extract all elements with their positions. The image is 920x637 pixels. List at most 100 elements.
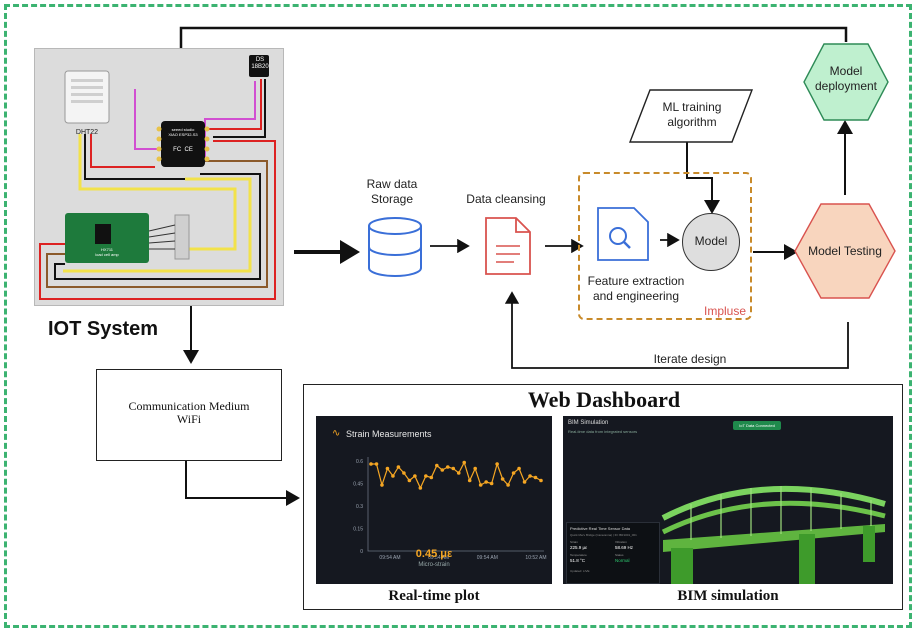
ml-training-label: ML training algorithm: [662, 100, 722, 129]
strain-data-point: [495, 462, 499, 466]
strain-unit-label: Micro-strain: [418, 562, 450, 568]
module-label: HX711 load cell amp: [95, 247, 119, 257]
mcu-label: seeed studio XIAO ESP32-S3: [168, 127, 198, 137]
strain-data-point: [489, 481, 494, 486]
iot-hardware-image: DS 18B20 DHT22 seeed studio XIAO ESP32-S…: [34, 48, 284, 306]
strain-data-point: [522, 480, 527, 484]
bim-status-badge: IoT Data Connected: [733, 421, 781, 430]
strain-data-point: [374, 462, 379, 466]
strain-data-point: [467, 478, 472, 483]
x-tick-label: 09:54 AM: [428, 555, 449, 561]
model-deployment-shape: [803, 43, 889, 121]
strain-current-value: 0.45 με: [415, 548, 453, 560]
reading-value: 225.9 με: [570, 545, 588, 550]
impulse-label: Impluse: [703, 304, 747, 318]
strain-panel-title: Strain Measurements: [346, 429, 432, 439]
bridge-model: [661, 485, 886, 584]
bim-panel-subtitle: Real-time data from integrated sensors: [568, 429, 638, 434]
feature-extraction-icon: [597, 207, 649, 261]
bim-panel-title: BIM Simulation: [568, 420, 609, 426]
bim-caption: BIM simulation: [677, 588, 779, 604]
strain-data-point: [462, 460, 467, 465]
model-label: Model: [694, 234, 728, 248]
pulse-icon: ∿: [332, 428, 341, 439]
strain-data-point: [517, 466, 521, 471]
strain-data-point: [418, 486, 423, 490]
iot-system-title: IOT System: [48, 318, 159, 340]
chart-axis: [367, 457, 544, 552]
iterate-design-arrow: [504, 291, 849, 369]
strain-data-point: [451, 466, 456, 471]
communication-title: Communication Medium: [128, 399, 250, 413]
mcu-marks: FC CE: [173, 147, 193, 153]
strain-panel: ∿ Strain Measurements 0 0.15 0.3 0.45 0.6 09:…: [316, 416, 552, 584]
dashboard-title: Web Dashboard: [527, 387, 681, 412]
strain-data-point: [484, 480, 488, 484]
strain-data-point: [511, 471, 516, 475]
x-tick-label: 09:54 AM: [379, 555, 400, 561]
reading-value: Normal: [615, 558, 630, 563]
strain-data-point: [473, 466, 477, 471]
strain-data-point: [506, 483, 510, 487]
reading-label: Temperature: [570, 553, 587, 557]
overlay-line: Quick Merv Bridge (Caravanna) | ID: BR10…: [570, 533, 637, 537]
raw-data-storage-label: Raw data Storage: [366, 177, 418, 206]
ml-training-shape: [628, 89, 754, 143]
realtime-caption: Real-time plot: [388, 588, 480, 604]
strain-data-point: [456, 471, 461, 475]
strain-data-point: [391, 474, 395, 478]
diagram-frame: [4, 4, 912, 628]
y-tick-label: 0.6: [356, 459, 363, 465]
strain-data-point: [539, 478, 543, 483]
strain-data-point: [478, 483, 483, 487]
reading-value: 58.69 Hz: [615, 545, 634, 550]
reading-label: Vibration: [615, 540, 627, 544]
bim-panel: BIM Simulation Real-time data from integ…: [563, 416, 893, 584]
strain-data-point: [429, 475, 434, 480]
y-tick-label: 0.15: [353, 527, 363, 533]
database-icon: [368, 217, 422, 277]
strain-line-chart: 0 0.15 0.3 0.45 0.6 09:54 AM 09:54 AM 09:54 AM 1…: [353, 457, 547, 561]
overlay-title: Predictive Real Time Sensor Data: [570, 526, 631, 531]
strain-data-point: [435, 463, 439, 468]
strain-data-point: [528, 474, 532, 478]
reading-label: Status: [615, 553, 624, 557]
model-testing-shape: [794, 203, 896, 299]
strain-data-point: [380, 483, 384, 487]
model-testing-label: Model Testing: [808, 244, 882, 258]
web-dashboard: Web Dashboard ∿ Strain Measurements 0 0.1…: [303, 384, 903, 610]
strain-data-point: [369, 462, 373, 466]
strain-data-point: [445, 465, 450, 469]
dht22-label: DHT22: [75, 129, 99, 136]
communication-subtitle: WiFi: [176, 412, 202, 426]
communication-box: Communication Medium WiFi: [96, 369, 282, 461]
model-circle: [682, 213, 740, 271]
reading-label: Strain: [570, 540, 578, 544]
sensor-overlay: Predictive Real Time Sensor Data Quick M…: [566, 522, 660, 584]
feature-extraction-label: Feature extraction and engineering: [587, 274, 685, 303]
strain-series-line: [371, 460, 542, 490]
strain-data-point: [424, 474, 428, 478]
reading-value: 51.8 °C: [570, 558, 586, 563]
strain-data-point: [407, 478, 412, 483]
y-tick-label: 0.45: [353, 482, 363, 488]
iot-wiring-illustration: [39, 55, 276, 300]
strain-data-point: [396, 465, 401, 469]
strain-data-point: [533, 475, 538, 480]
iterate-design-label: Iterate design: [653, 352, 727, 366]
strain-data-point: [385, 466, 390, 471]
y-tick-label: 0.3: [356, 504, 363, 510]
training-to-model-arrow: [686, 142, 720, 214]
comm-to-dashboard-arrow: [185, 461, 300, 506]
ds18b20-label: DS 18B20: [251, 57, 269, 70]
strain-data-point: [413, 474, 417, 478]
x-tick-label: 09:54 AM: [477, 555, 498, 561]
overlay-footer: Updated: LIVE: [570, 569, 590, 573]
strain-data-point: [440, 468, 445, 472]
document-icon: [485, 217, 531, 275]
y-tick-label: 0: [360, 549, 363, 555]
strain-data-point: [500, 477, 505, 481]
model-deployment-label: Model deployment: [814, 64, 878, 93]
impulse-box: [578, 172, 752, 320]
x-tick-label: 10:52 AM: [525, 555, 546, 561]
